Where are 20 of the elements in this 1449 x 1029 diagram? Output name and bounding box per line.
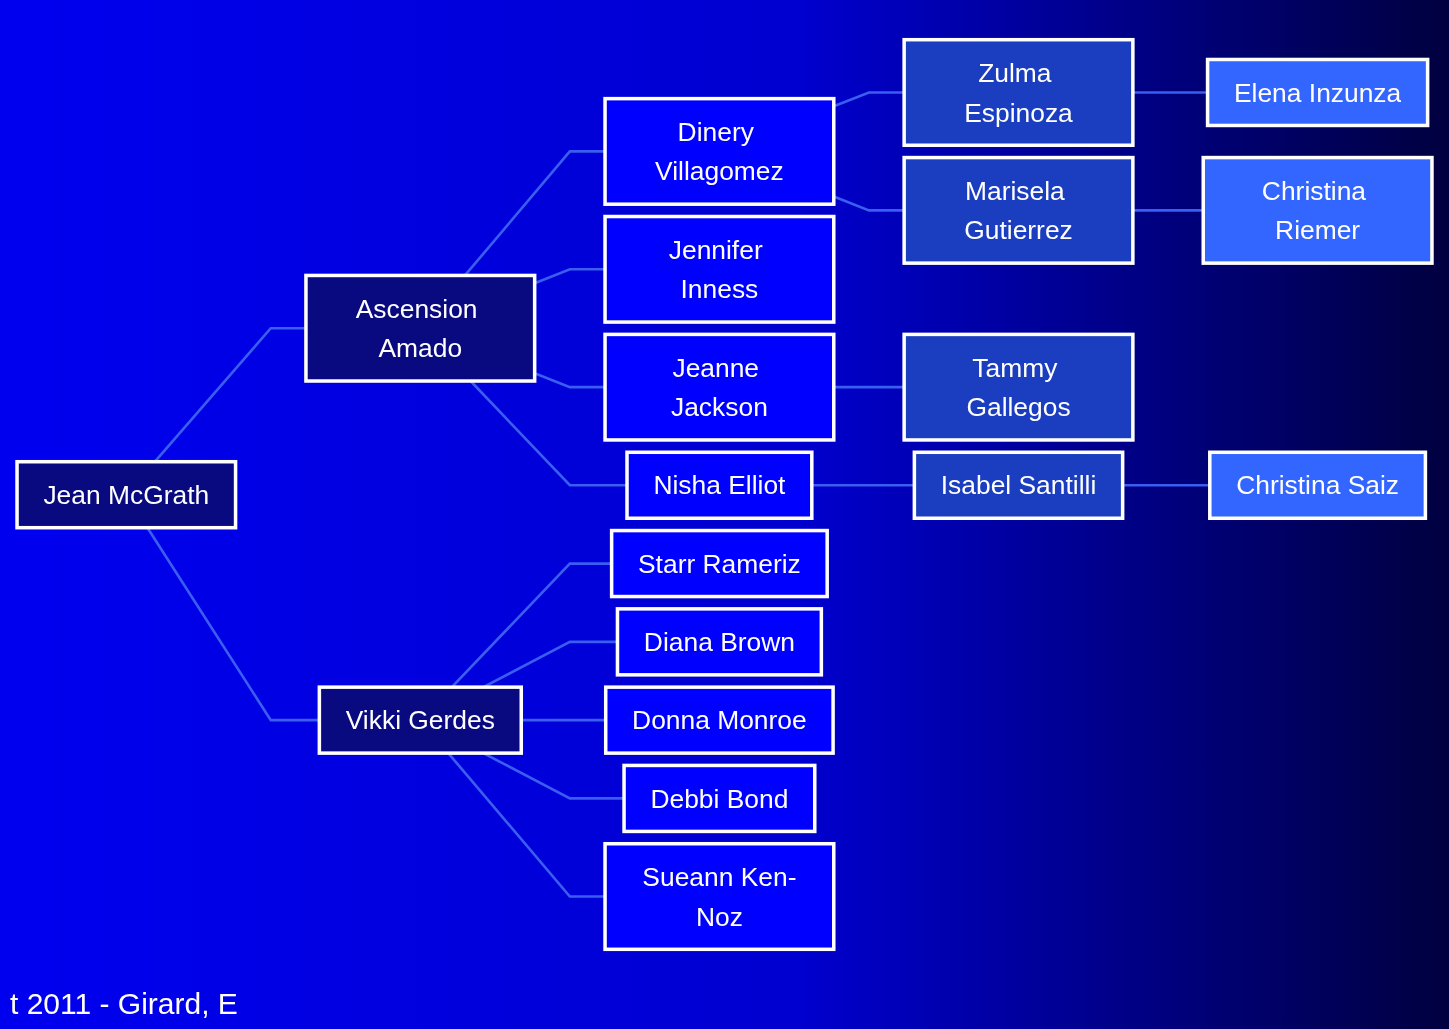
node-box: Starr Rameriz [609,528,829,599]
node-box: Diana Brown [615,607,824,677]
node-box: Christina Riemer [1201,155,1434,265]
node-box: Debbi Bond [622,763,817,834]
node-box: Nisha Elliot [625,450,814,520]
node-box: Sueann Ken-Noz [603,842,836,952]
node-box: Isabel Santilli [912,450,1125,520]
node-box: Vikki Gerdes [317,685,523,755]
footer-note: t 2011 - Girard, E [10,987,238,1020]
node-box: Zulma Espinoza [902,37,1135,147]
node-box: Marisela Gutierrez [902,155,1135,265]
node-box: Tammy Gallegos [902,332,1135,442]
node-box: Jennifer Inness [603,214,836,324]
node-box: Donna Monroe [603,685,835,755]
node-box: Elena Inzunza [1205,57,1430,128]
node-box: Jean McGrath [15,459,238,530]
node-box: Ascension Amado [304,273,537,383]
node-box: Dinery Villagomez [603,96,836,206]
node-box: Jeanne Jackson [603,332,836,442]
node-box: Christina Saiz [1208,450,1428,520]
